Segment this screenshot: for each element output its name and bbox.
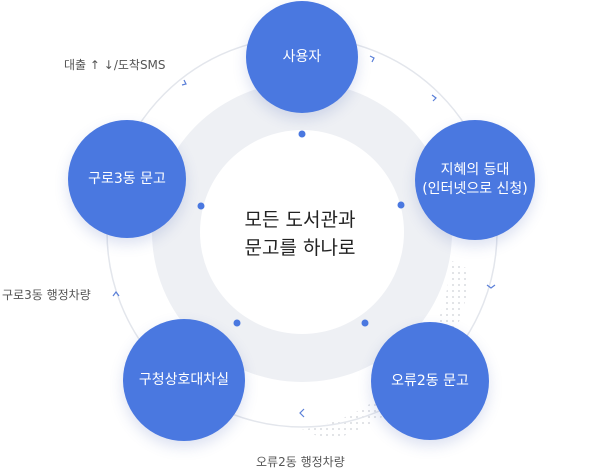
node-lighthouse-subtitle: (인터넷으로 신청) [422,181,528,197]
edge-label-oryu2dong-vehicle: 오류2동 행정차량 [256,455,345,469]
connector-dot-top [298,130,306,138]
node-guro3dong-library: 구로3동 문고 [68,120,186,238]
node-oryu2dong-label: 오류2동 문고 [391,372,469,389]
node-user: 사용자 [246,1,358,113]
node-oryu2dong-library: 오류2동 문고 [371,322,489,440]
node-district-office: 구청상호대차실 [123,319,245,441]
arrow-icon [299,408,305,418]
center-title-line2: 문고를 하나로 [244,237,356,259]
arrow-markers [112,55,496,418]
node-district-office-label: 구청상호대차실 [138,371,230,388]
arrow-icon [181,79,187,86]
connector-dot-right [397,201,405,209]
arrow-icon [431,94,437,102]
connector-dot-left [197,202,205,210]
edge-label-loan-sms: 대출 ↑ ↓/도착SMS [64,58,166,72]
connector-dot-bottom-left [233,319,241,327]
arrow-icon [112,291,120,297]
node-guro3dong-label: 구로3동 문고 [88,170,166,187]
node-library-lighthouse: 지혜의 등대 (인터넷으로 신청) [415,120,535,240]
edge-label-guro3dong-vehicle: 구로3동 행정차량 [2,288,91,302]
node-lighthouse-title: 지혜의 등대 [440,162,510,178]
connector-dot-bottom-right [361,319,369,327]
node-user-label: 사용자 [282,48,322,65]
center-title-line1: 모든 도서관과 [244,209,356,231]
arrow-icon [369,55,375,63]
center-title: 모든 도서관과 문고를 하나로 [225,206,375,262]
arrow-icon [486,284,496,289]
center-circle [200,130,404,334]
